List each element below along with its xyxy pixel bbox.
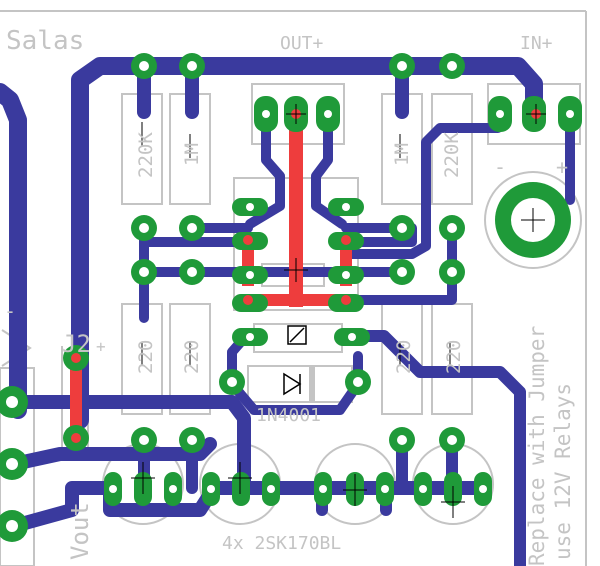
- r-220-c-label: 220: [393, 340, 415, 374]
- vout-label: Vout: [66, 502, 94, 560]
- r-220-b-label: 220: [181, 340, 203, 374]
- r-220-d-label: 220: [443, 340, 465, 374]
- minus-label-1: -: [494, 155, 506, 179]
- silkscreen-text: Salas OUT+ IN+ J2 220K 1M 1M 220K 220 22…: [4, 26, 575, 566]
- note-line1-label: Replace with Jumper: [525, 326, 549, 566]
- note-line2-label: use 12V Relays: [551, 383, 575, 560]
- center-marks: [131, 104, 546, 518]
- transistors-label: 4x 2SK170BL: [222, 533, 341, 554]
- jumper-label: J2: [62, 330, 91, 358]
- diode-symbol: [283, 325, 307, 396]
- drill-holes: [6, 61, 574, 532]
- plus-label-1: +: [556, 155, 568, 179]
- author-label: Salas: [6, 26, 84, 56]
- r-1m-b-label: 1M: [391, 143, 413, 166]
- pads: [0, 53, 582, 542]
- plus-label-2: +: [96, 337, 106, 356]
- r-220k-a-label: 220K: [135, 132, 157, 178]
- r-1m-a-label: 1M: [181, 143, 203, 166]
- in-label: IN+: [520, 33, 553, 54]
- diode-label: 1N4001: [256, 405, 321, 426]
- minus-label-2: -: [4, 299, 16, 323]
- out-label: OUT+: [280, 33, 324, 54]
- board-outline: [0, 10, 587, 566]
- r-220-a-label: 220: [135, 340, 157, 374]
- r-220k-b-label: 220K: [441, 132, 463, 178]
